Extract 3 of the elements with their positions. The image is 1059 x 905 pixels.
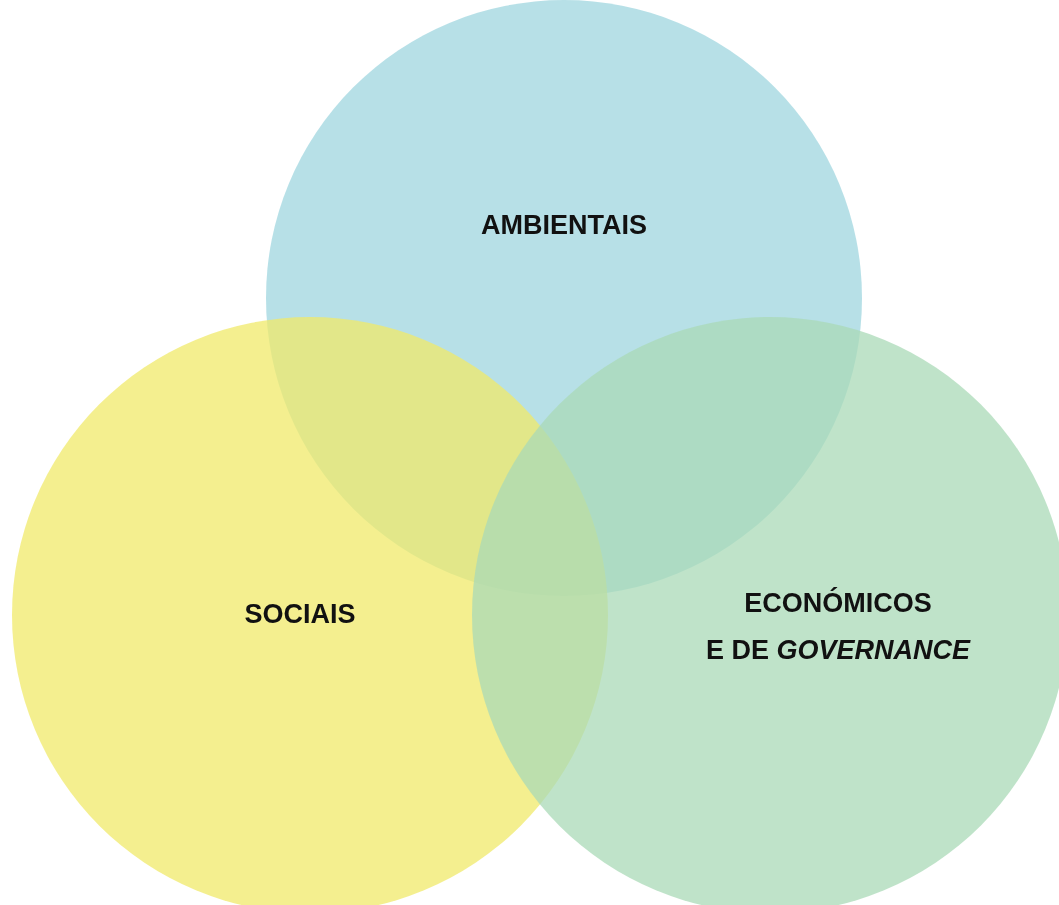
circle-label: AMBIENTAIS [481,209,647,243]
circle-label: SOCIAIS [244,598,356,632]
circle-label: ECONÓMICOS E DE GOVERNANCE [705,586,971,667]
